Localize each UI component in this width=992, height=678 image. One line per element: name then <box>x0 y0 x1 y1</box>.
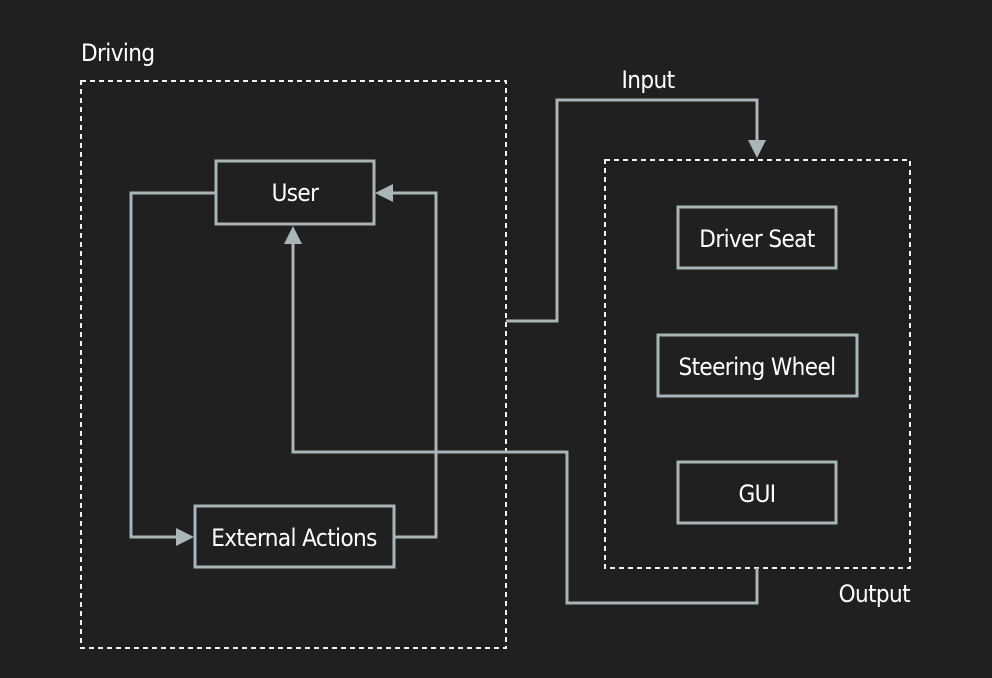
user-node-label: User <box>272 179 320 207</box>
user-to-external-actions-connector <box>129 191 216 539</box>
gui-node-label: GUI <box>738 480 775 508</box>
output-group-label: Output <box>839 580 911 608</box>
gui-node-box <box>676 460 838 525</box>
input-connector <box>506 98 759 323</box>
steering-wheel-node-label: Steering Wheel <box>678 353 835 381</box>
external-actions-to-user-connector <box>392 191 438 539</box>
user-to-external-actions-arrowhead <box>176 528 194 546</box>
input-arrowhead <box>748 140 766 158</box>
driver-seat-node: Driver Seat <box>676 205 838 270</box>
steering-wheel-node: Steering Wheel <box>656 333 859 398</box>
external-actions-node: External Actions <box>193 504 396 569</box>
output-to-user-arrowhead <box>284 226 302 244</box>
external-actions-node-label: External Actions <box>211 524 377 552</box>
driving-group-label: Driving <box>81 39 154 67</box>
user-node: User <box>214 159 376 226</box>
gui-node: GUI <box>676 460 838 525</box>
external-actions-to-user-arrowhead <box>375 184 393 202</box>
driver-seat-node-box <box>676 205 838 270</box>
output-to-user-connector <box>291 244 759 605</box>
driver-seat-node-label: Driver Seat <box>699 225 815 253</box>
steering-wheel-node-box <box>656 333 859 398</box>
external-actions-node-box <box>193 504 396 569</box>
user-node-box <box>214 159 376 226</box>
input-edge-label: Input <box>622 66 675 94</box>
